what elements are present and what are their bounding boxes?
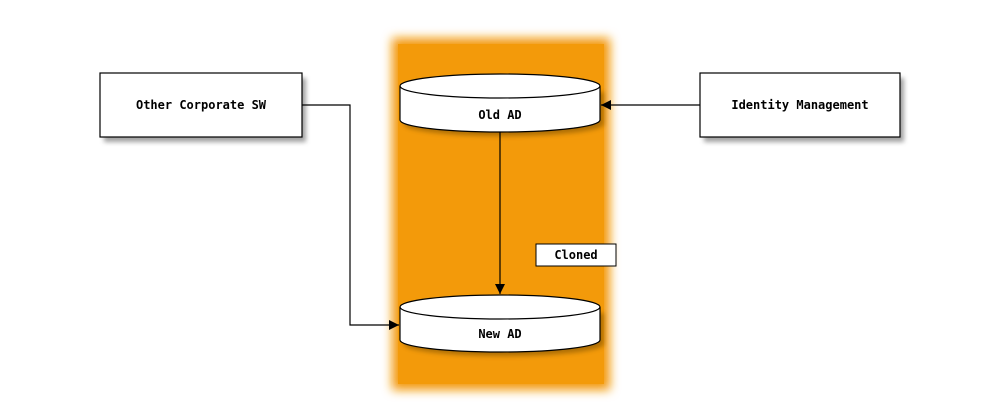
edge-label-cloned-text: Cloned [554, 248, 597, 262]
node-identity-management-label: Identity Management [731, 98, 868, 112]
edge-other-sw-to-new-ad [302, 104, 399, 330]
node-other-corporate-sw[interactable]: Other Corporate SW [99, 72, 306, 142]
node-old-ad-label: Old AD [478, 108, 521, 122]
node-identity-management[interactable]: Identity Management [699, 72, 904, 142]
node-old-ad[interactable]: Old AD [399, 73, 604, 136]
edge-label-cloned: Cloned [535, 243, 617, 267]
node-new-ad-label: New AD [478, 327, 521, 341]
node-new-ad[interactable]: New AD [399, 294, 604, 356]
node-other-corporate-sw-label: Other Corporate SW [136, 98, 267, 112]
